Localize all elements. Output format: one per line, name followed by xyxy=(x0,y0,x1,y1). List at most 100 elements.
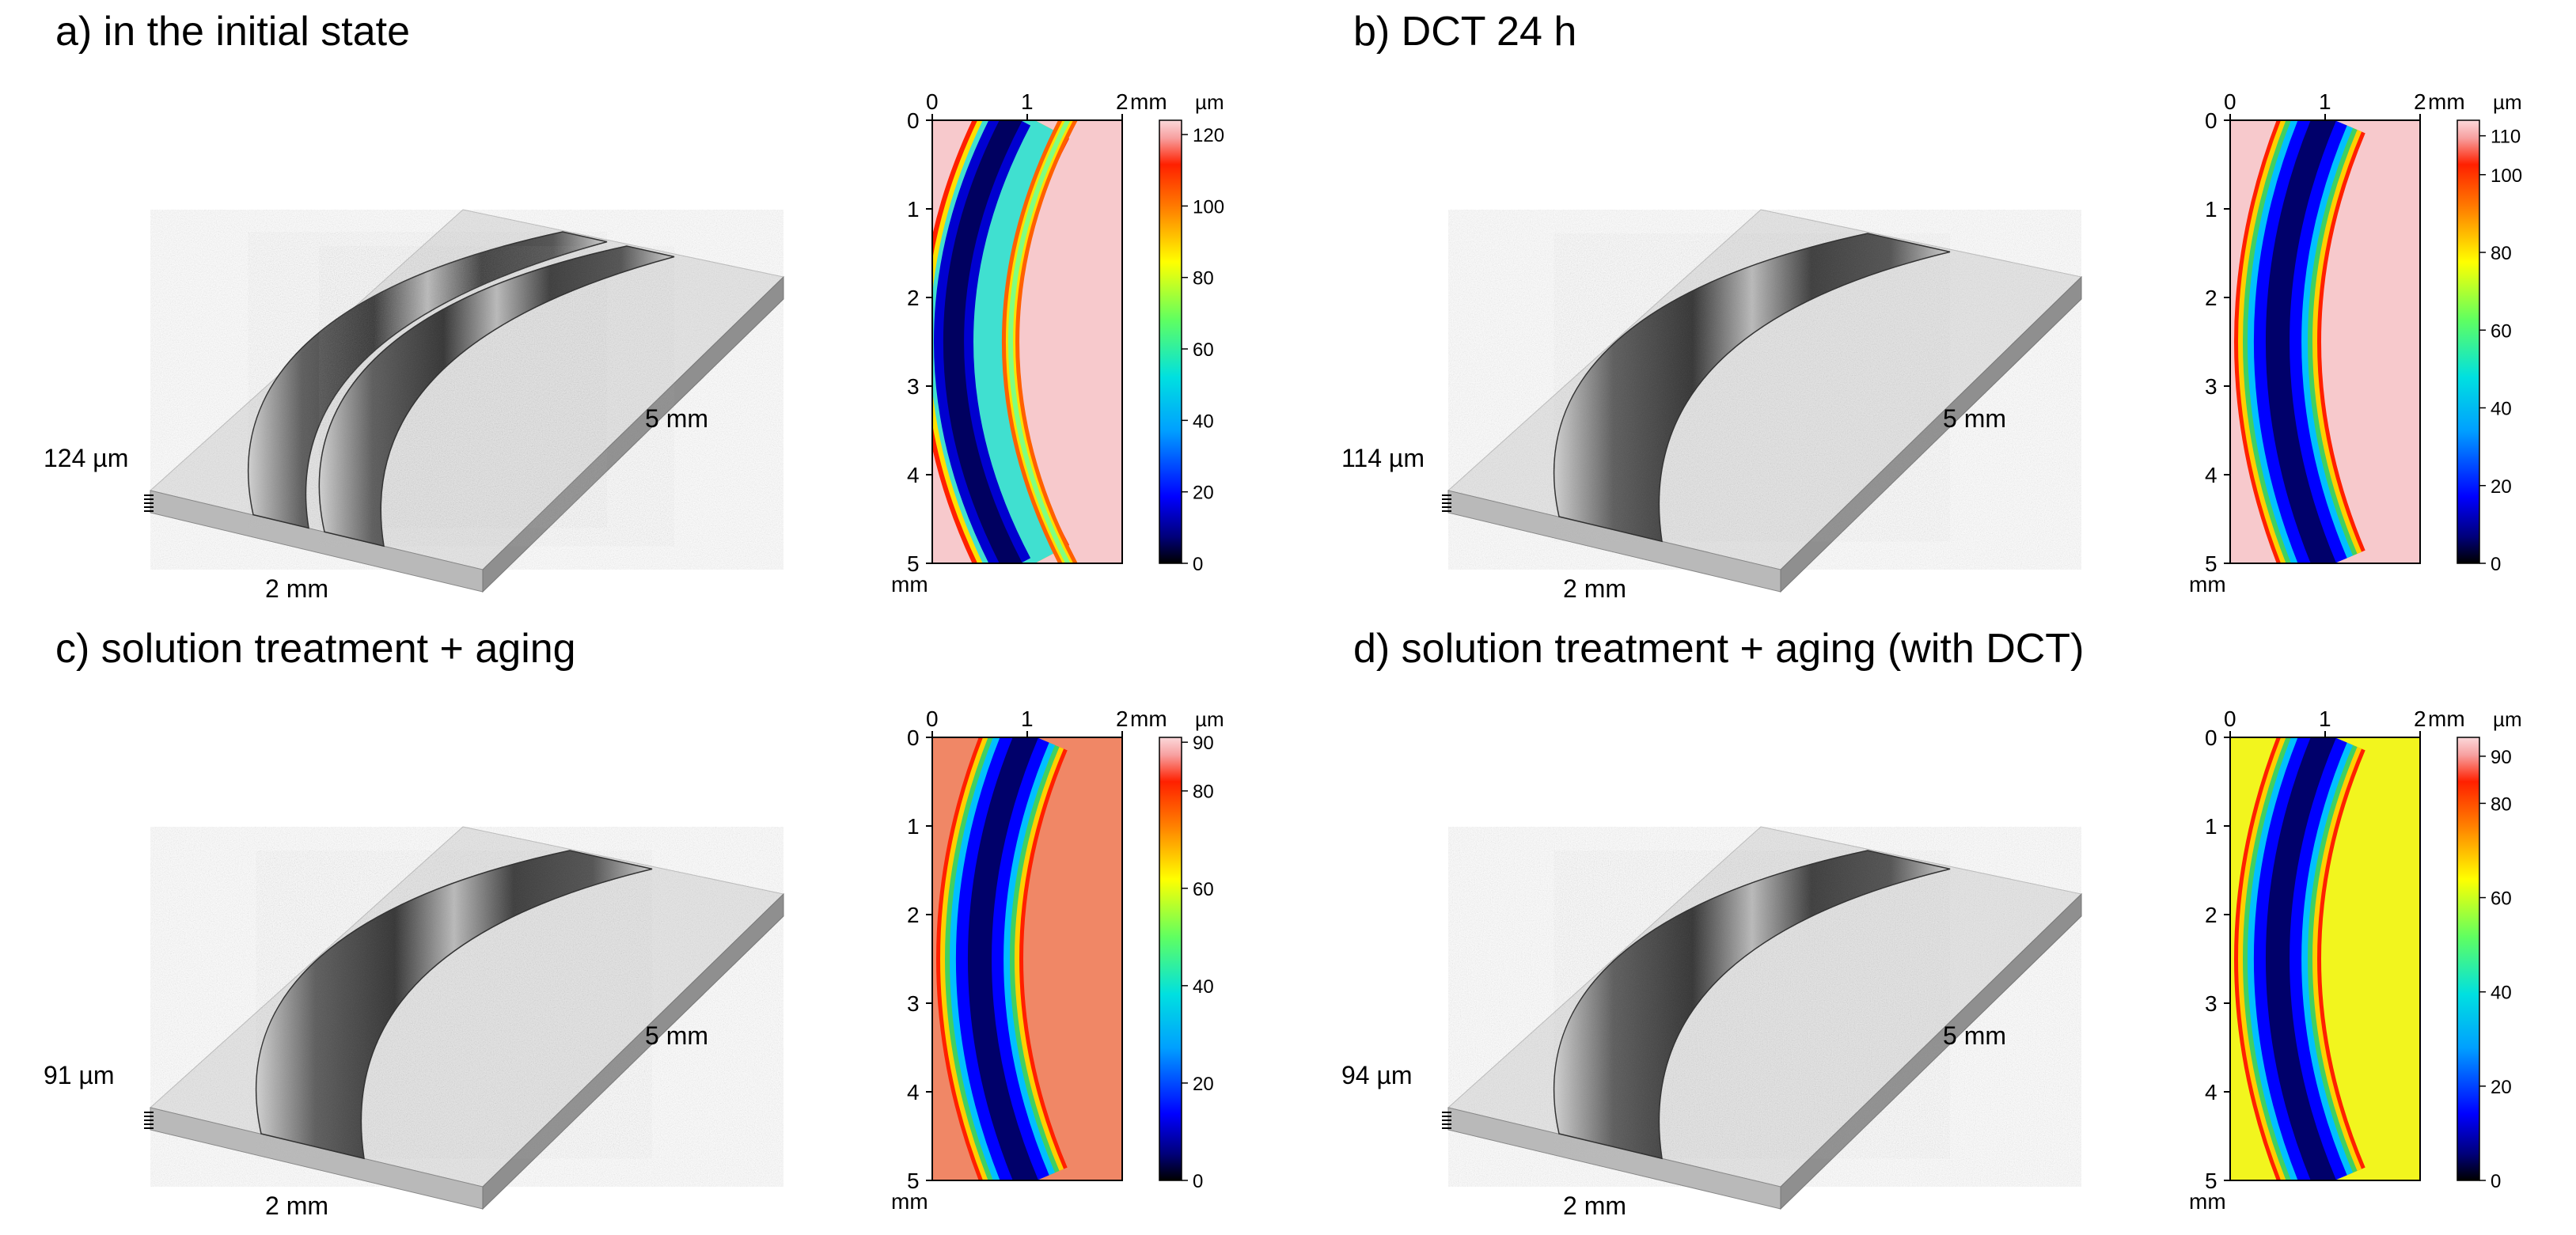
height-label: 124 µm xyxy=(44,444,128,472)
height-label: 94 µm xyxy=(1341,1061,1413,1089)
y-tick-label: 1 xyxy=(907,814,920,839)
length-label: 5 mm xyxy=(1943,404,2006,433)
colorbar-tick-label: 80 xyxy=(1193,782,1214,803)
y-tick-label: 2 xyxy=(907,286,920,310)
colorbar-tick-label: 80 xyxy=(2491,794,2512,815)
height-scale-ticks xyxy=(1442,494,1451,512)
height-label: 91 µm xyxy=(44,1061,115,1089)
colorbar-unit: µm xyxy=(1195,707,1224,731)
x-tick-label: 0 xyxy=(2224,89,2236,114)
height-map xyxy=(932,120,1122,563)
y-tick-label: 3 xyxy=(907,374,920,399)
y-tick-label: 1 xyxy=(907,197,920,222)
y-tick-label: 0 xyxy=(907,108,920,133)
colorbar-tick-label: 0 xyxy=(1193,1171,1203,1192)
colorbar-tick-label: 90 xyxy=(1193,733,1214,754)
surface-3d-view: 114 µm 2 mm 5 mm xyxy=(1341,209,2083,603)
y-tick-label: 0 xyxy=(907,725,920,750)
y-unit-label: mm xyxy=(891,572,928,597)
colorbar-tick-label: 20 xyxy=(1193,483,1214,504)
y-tick-label: 4 xyxy=(907,1080,920,1104)
y-tick-label: 4 xyxy=(2205,463,2217,487)
surface-3d-view: 124 µm 2 mm 5 mm xyxy=(44,209,785,603)
y-tick-label: 3 xyxy=(907,991,920,1016)
y-tick-label: 2 xyxy=(2205,286,2217,310)
colorbar xyxy=(1159,737,1182,1181)
colorbar-tick-label: 60 xyxy=(2491,320,2512,342)
x-unit-label: mm xyxy=(1130,89,1167,114)
y-tick-label: 5 xyxy=(907,551,920,576)
length-label: 5 mm xyxy=(645,1021,708,1050)
x-tick-label: 0 xyxy=(926,707,939,731)
colorbar-tick-label: 0 xyxy=(2491,1171,2501,1192)
colorbar-tick-label: 40 xyxy=(2491,399,2512,420)
x-tick-label: 1 xyxy=(1021,89,1034,114)
y-tick-label: 2 xyxy=(907,903,920,927)
y-tick-label: 0 xyxy=(2205,725,2217,750)
colorbar-tick-label: 100 xyxy=(1193,196,1224,218)
y-tick-label: 3 xyxy=(2205,374,2217,399)
y-unit-label: mm xyxy=(2189,572,2226,597)
colorbar-tick-label: 60 xyxy=(1193,879,1214,900)
panel-title: d) solution treatment + aging (with DCT) xyxy=(1353,626,2085,672)
x-tick-label: 2 xyxy=(2414,707,2426,731)
colorbar-tick-label: 20 xyxy=(2491,476,2512,498)
y-tick-label: 3 xyxy=(2205,991,2217,1016)
x-tick-label: 2 xyxy=(1116,89,1129,114)
height-scale-ticks xyxy=(144,1112,154,1129)
surface-3d-view: 91 µm 2 mm 5 mm xyxy=(44,826,785,1220)
x-tick-label: 2 xyxy=(1116,707,1129,731)
length-label: 5 mm xyxy=(645,404,708,433)
x-tick-label: 1 xyxy=(2319,89,2331,114)
colorbar-unit: µm xyxy=(2493,707,2522,731)
colorbar xyxy=(1159,119,1182,564)
surface-3d-view: 94 µm 2 mm 5 mm xyxy=(1341,826,2083,1220)
panel-title: a) in the initial state xyxy=(55,9,411,55)
surface-side-face xyxy=(482,275,784,593)
x-tick-label: 0 xyxy=(926,89,939,114)
colorbar-tick-label: 120 xyxy=(1193,125,1224,146)
y-tick-label: 4 xyxy=(907,463,920,487)
height-scale-ticks xyxy=(1442,1112,1451,1129)
length-label: 5 mm xyxy=(1943,1021,2006,1050)
y-tick-label: 1 xyxy=(2205,814,2217,839)
height-map xyxy=(2230,737,2420,1180)
colorbar-tick-label: 20 xyxy=(2491,1077,2512,1098)
width-label: 2 mm xyxy=(1563,1191,1626,1220)
colorbar-tick-label: 100 xyxy=(2491,165,2522,187)
height-label: 114 µm xyxy=(1341,444,1425,472)
colorbar-tick-label: 20 xyxy=(1193,1074,1214,1095)
x-tick-label: 1 xyxy=(2319,707,2331,731)
colorbar-tick-label: 40 xyxy=(1193,411,1214,432)
x-unit-label: mm xyxy=(1130,707,1167,731)
colorbar-tick-label: 60 xyxy=(2491,888,2512,910)
x-unit-label: mm xyxy=(2428,89,2465,114)
colorbar xyxy=(2456,119,2480,564)
y-unit-label: mm xyxy=(891,1189,928,1214)
height-map xyxy=(2230,120,2420,563)
x-tick-label: 0 xyxy=(2224,707,2236,731)
x-tick-label: 1 xyxy=(1021,707,1034,731)
colorbar-tick-label: 60 xyxy=(1193,339,1214,361)
width-label: 2 mm xyxy=(265,1191,328,1220)
y-unit-label: mm xyxy=(2189,1189,2226,1214)
width-label: 2 mm xyxy=(265,574,328,603)
colorbar-tick-label: 0 xyxy=(1193,554,1203,575)
colorbar-tick-label: 80 xyxy=(2491,243,2512,264)
colorbar-tick-label: 40 xyxy=(1193,976,1214,998)
colorbar-tick-label: 110 xyxy=(2491,127,2521,148)
width-label: 2 mm xyxy=(1563,574,1626,603)
y-tick-label: 2 xyxy=(2205,903,2217,927)
colorbar-unit: µm xyxy=(1195,90,1224,114)
